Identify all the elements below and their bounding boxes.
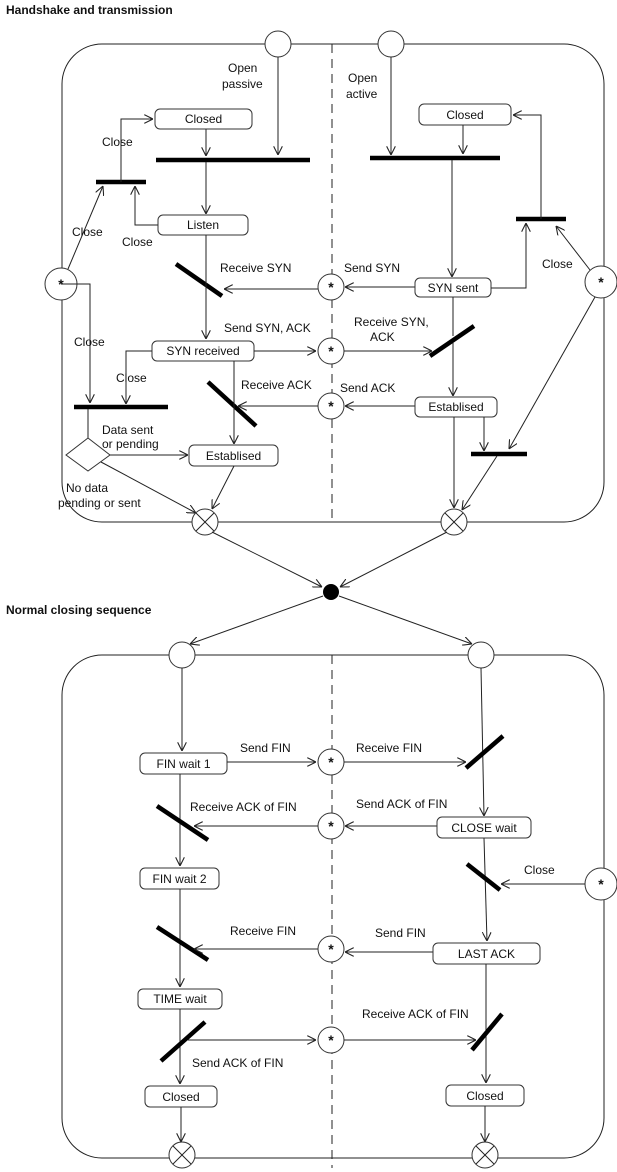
receive-ack-label: Receive ACK [241,378,312,392]
state-fin-wait-1 [139,752,228,775]
closing-entry-node-right [467,641,495,669]
send-syn-event-node [317,273,345,301]
event-marker: * [328,941,334,957]
receive-ack-fin-bar-right [470,1012,504,1052]
send-fin-label-2: Send FIN [375,926,426,940]
close-label: Close [122,235,153,249]
state-closed-left [154,108,253,130]
merge-node [323,584,339,600]
state-closed-bottom-right-label: Closed [466,1089,503,1103]
close-bar [465,862,502,892]
state-last-ack-label: LAST ACK [458,947,515,961]
close-label: Close [102,135,133,149]
state-closed-left-label: Closed [185,112,222,126]
state-time-wait-label: TIME wait [153,992,207,1006]
handshake-region: Open passive Open active Closed Listen C… [44,30,617,536]
closing-entry-node-left [168,641,196,669]
send-syn-label: Send SYN [344,261,400,275]
event-marker: * [598,876,604,892]
close-label: Close [116,371,147,385]
receive-ack-of-fin-label-2: Receive ACK of FIN [362,1007,469,1021]
receive-syn-ack-bar [428,324,476,358]
state-syn-sent-label: SYN sent [428,281,479,295]
active-entry-node [377,30,405,58]
receive-fin-bar-right [464,734,505,770]
receive-syn-label: Receive SYN [220,261,291,275]
state-close-wait-label: CLOSE wait [451,821,517,835]
receive-fin-label-2: Receive FIN [230,924,296,938]
event-marker: * [328,398,334,414]
receive-syn-ack-label-2: ACK [370,330,395,344]
send-ack-of-fin-bar [159,1020,207,1063]
state-fin-wait-2-label: FIN wait 2 [152,872,206,886]
receive-syn-ack-label: Receive SYN, [354,315,429,329]
data-sent-label: Data sent [102,423,154,437]
state-established-left-label: Establised [206,449,261,463]
no-data-label: No data [66,481,108,495]
close-label-bottom: Close [524,863,555,877]
send-fin-label: Send FIN [240,741,291,755]
send-ack-label: Send ACK [340,381,395,395]
closing-title: Normal closing sequence [6,603,152,617]
state-syn-received-label: SYN received [166,344,239,358]
open-passive-label: Open [228,61,257,75]
event-marker: * [598,274,604,290]
event-marker: * [328,1032,334,1048]
state-closed-right-label: Closed [446,108,483,122]
passive-entry-node [264,30,292,58]
event-marker: * [328,818,334,834]
data-sent-label-2: or pending [102,437,159,451]
open-passive-label-2: passive [222,77,263,91]
close-label-right: Close [542,257,573,271]
receive-ack-of-fin-bar [155,804,210,842]
state-listen-label: Listen [187,218,219,232]
closing-region: FIN wait 1 Send FIN Receive ACK of FIN F… [61,641,617,1169]
receive-ack-bar [206,380,258,428]
close-label: Close [74,335,105,349]
send-ack-of-fin-label: Send ACK of FIN [356,797,447,811]
state-fin-wait-1-label: FIN wait 1 [156,757,210,771]
close-label: Close [72,225,103,239]
open-active-label-2: active [346,87,378,101]
handshake-title: Handshake and transmission [6,3,173,17]
receive-ack-of-fin-label: Receive ACK of FIN [190,800,297,814]
receive-fin-label: Receive FIN [356,741,422,755]
state-closed-bottom-left-label: Closed [162,1090,199,1104]
closing-frame [61,654,605,1159]
send-ack-of-fin-label-2: Send ACK of FIN [192,1056,283,1070]
receive-syn-bar [174,262,224,298]
open-active-label: Open [348,71,377,85]
data-pending-decision [65,437,111,472]
state-established-right [414,396,498,418]
state-established-right-label: Establised [428,400,483,414]
send-syn-ack-label: Send SYN, ACK [224,321,311,335]
event-marker: * [328,754,334,770]
state-closed-right [418,103,512,126]
receive-fin-bar [155,925,210,962]
close-event-node-right [584,265,617,299]
no-data-label-2: pending or sent [58,496,141,510]
event-marker: * [328,279,334,295]
event-marker: * [328,343,334,359]
